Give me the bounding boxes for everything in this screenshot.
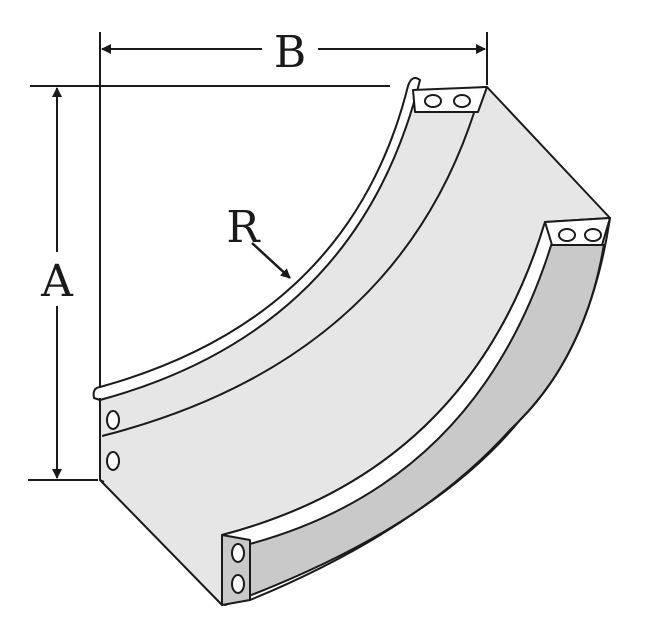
radius-leader-arrow <box>251 242 291 279</box>
bolt-hole <box>453 94 471 108</box>
top-end-plate <box>412 86 488 113</box>
center-rung-line <box>101 99 479 437</box>
bolt-holes <box>106 94 602 594</box>
inner-flange <box>92 77 421 401</box>
tray-elbow <box>92 77 611 606</box>
dimension-label-r: R <box>226 202 261 253</box>
bolt-hole <box>231 574 245 594</box>
bolt-hole <box>231 543 245 563</box>
inner-end-plate <box>99 398 105 483</box>
bolt-hole <box>106 451 120 471</box>
bolt-hole <box>558 228 576 242</box>
dimension-label-a: A <box>40 256 74 307</box>
dimension-label-b: B <box>274 27 306 78</box>
outer-wall-edge <box>249 243 605 601</box>
bolt-hole <box>424 94 442 108</box>
bolt-hole <box>584 228 602 242</box>
dimension-lines <box>28 32 488 481</box>
bolt-hole <box>106 410 120 430</box>
